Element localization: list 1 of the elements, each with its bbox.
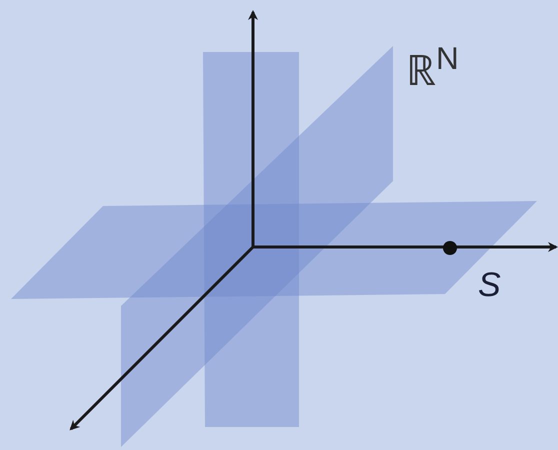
point-label: S: [478, 268, 501, 302]
